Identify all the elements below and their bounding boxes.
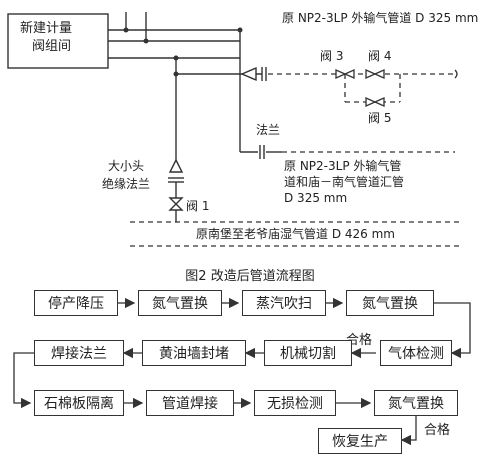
reducer-label-1: 大小头 — [108, 159, 145, 173]
valve4-icon — [365, 68, 377, 80]
step-asbestos-isolation: 石棉板隔离 — [34, 390, 124, 416]
pipe-bottom-label: 原南堡至老爷庙湿气管道 D 426 mm — [196, 227, 395, 241]
valve5-icon — [365, 96, 377, 108]
step-steam-sweep: 蒸汽吹扫 — [242, 290, 326, 316]
step-ndt: 无损检测 — [254, 390, 336, 416]
pipe-mid-label-3: D 325 mm — [284, 191, 348, 205]
step-gas-detection: 气体检测 — [380, 340, 452, 366]
valve3-icon — [335, 68, 347, 80]
qualified-label-2: 合格 — [424, 423, 451, 438]
group-box-label-2: 阀组间 — [32, 39, 72, 54]
step-stop-depressurize: 停产降压 — [34, 290, 118, 316]
step-mechanical-cutting: 机械切割 — [264, 340, 352, 366]
step-weld-flange: 焊接法兰 — [34, 340, 124, 366]
step-pipe-welding: 管道焊接 — [146, 390, 234, 416]
valve4-label: 阀 4 — [368, 49, 392, 63]
valve5-label: 阀 5 — [368, 111, 392, 125]
group-box-label-1: 新建计量 — [20, 21, 73, 36]
flange-label: 法兰 — [256, 123, 281, 137]
valve1-label: 阀 1 — [186, 199, 210, 213]
step-butter-wall-seal: 黄油墙封堵 — [142, 340, 246, 366]
reducer-left-icon — [168, 158, 184, 173]
qualified-label-1: 合格 — [346, 333, 373, 348]
step-nitrogen-purge-1: 氮气置换 — [138, 290, 222, 316]
pipe-mid-label-2: 道和庙－南气管道汇管 — [284, 175, 405, 189]
valve1-icon — [168, 197, 184, 205]
reducer-icon — [240, 66, 257, 82]
reducer-label-2: 绝缘法兰 — [102, 177, 151, 191]
step-resume-production: 恢复生产 — [318, 428, 402, 454]
valve3-label: 阀 3 — [320, 49, 344, 63]
figure-caption: 图2 改造后管道流程图 — [185, 269, 315, 284]
pipe-mid-label-1: 原 NP2-3LP 外输气管 — [284, 159, 402, 173]
pipe-top-label: 原 NP2-3LP 外输气管道 D 325 mm — [282, 11, 479, 25]
step-nitrogen-purge-3: 氮气置换 — [374, 390, 458, 416]
step-nitrogen-purge-2: 氮气置换 — [346, 290, 434, 316]
